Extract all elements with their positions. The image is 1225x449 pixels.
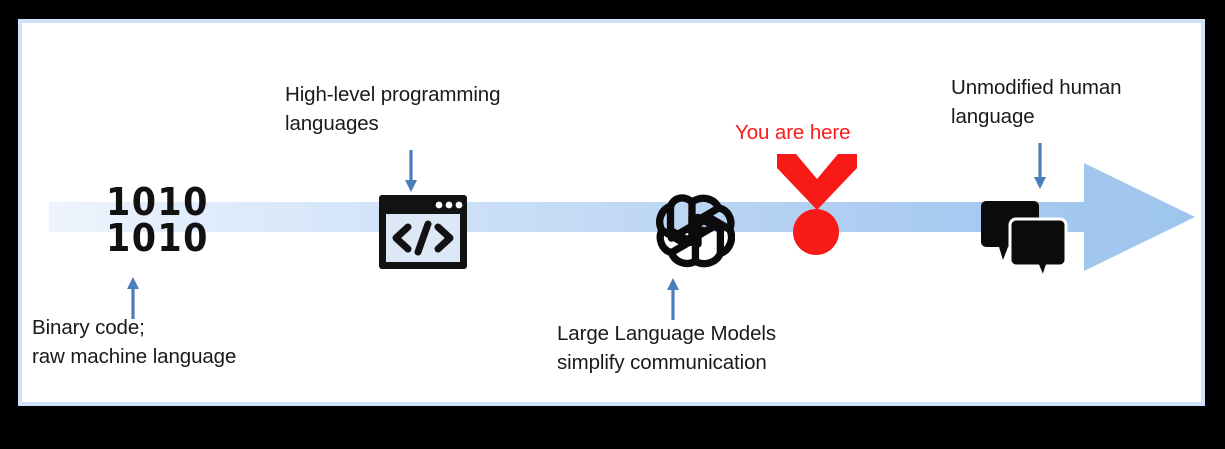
down-arrow-icon	[405, 150, 417, 192]
openai-logo-icon	[656, 194, 735, 268]
slide-panel: 1010 1010 Binary code; raw machine langu…	[18, 19, 1205, 406]
you-are-here-label: You are here	[735, 121, 851, 144]
code-window-icon	[379, 195, 467, 269]
up-arrow-icon	[127, 277, 139, 319]
caption-high-level-languages: High-level programming languages	[285, 83, 501, 136]
up-arrow-icon	[667, 278, 679, 320]
caption-unmodified-human-language: Unmodified human language	[951, 76, 1122, 129]
down-arrow-icon	[1034, 143, 1046, 189]
you-are-here-chevron-icon	[777, 154, 857, 210]
caption-large-language-models: Large Language Models simplify communica…	[557, 322, 777, 375]
you-are-here-dot	[793, 209, 839, 255]
caption-binary-code: Binary code; raw machine language	[32, 316, 237, 369]
binary-code-icon: 1010 1010	[106, 180, 209, 261]
speech-bubbles-icon	[981, 201, 1068, 278]
